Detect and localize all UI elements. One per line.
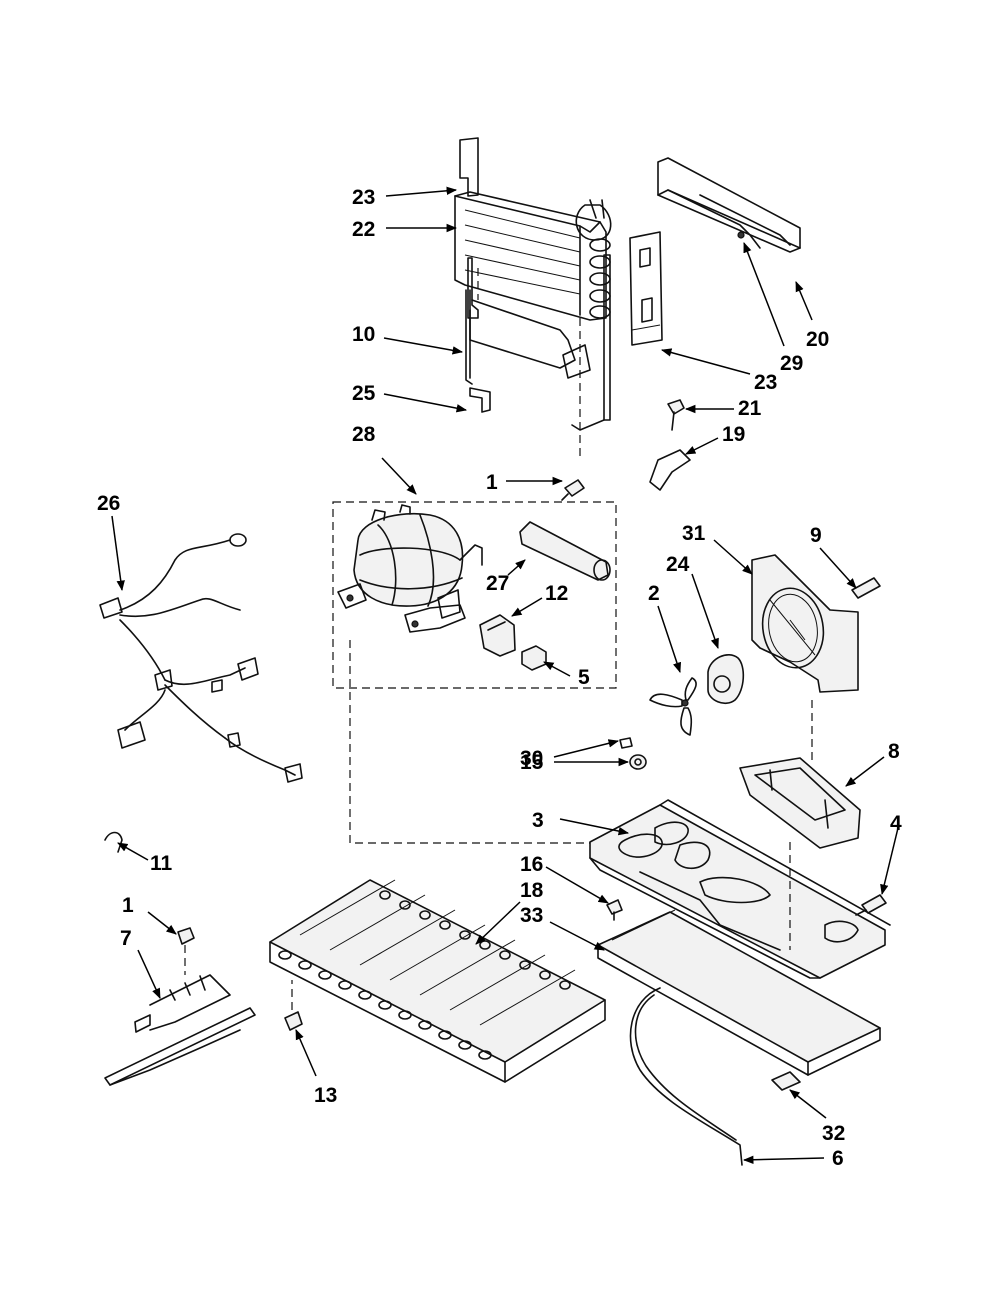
callout-31: 31 bbox=[682, 522, 706, 545]
callout-23: 23 bbox=[352, 186, 375, 209]
side-rail[interactable] bbox=[571, 254, 611, 431]
callout-30: 30 bbox=[520, 747, 543, 770]
relay-12[interactable] bbox=[479, 614, 516, 657]
clip-19[interactable] bbox=[649, 449, 691, 491]
callout-19: 19 bbox=[722, 423, 745, 446]
callout-6: 6 bbox=[832, 1147, 844, 1170]
screw-4[interactable] bbox=[855, 894, 887, 916]
callout-28: 28 bbox=[352, 423, 376, 446]
screw-21[interactable] bbox=[667, 399, 685, 431]
screw-9[interactable] bbox=[851, 577, 881, 599]
callout-22: 22 bbox=[352, 218, 375, 241]
callout-4: 4 bbox=[890, 812, 902, 835]
fan-blade[interactable] bbox=[649, 677, 697, 736]
callout-16: 16 bbox=[520, 853, 543, 876]
callout-33: 33 bbox=[520, 904, 543, 927]
grommet-15[interactable] bbox=[629, 754, 647, 770]
drain-tube[interactable] bbox=[629, 987, 743, 1166]
callout-21: 21 bbox=[738, 397, 762, 420]
callout-10: 10 bbox=[352, 323, 375, 346]
condenser[interactable] bbox=[454, 137, 612, 460]
drain-trough[interactable] bbox=[104, 945, 256, 1086]
callout-15: 15 bbox=[520, 751, 544, 774]
callout-26: 26 bbox=[97, 492, 120, 515]
overload-27[interactable] bbox=[519, 521, 611, 581]
callout-9: 9 bbox=[810, 524, 822, 547]
screw-1b[interactable] bbox=[177, 927, 195, 945]
callout-23: 23 bbox=[754, 371, 777, 394]
guide-line bbox=[349, 640, 590, 844]
side-bracket[interactable] bbox=[629, 231, 663, 346]
callout-5: 5 bbox=[578, 666, 590, 689]
callout-11: 11 bbox=[150, 852, 173, 875]
top-bracket[interactable] bbox=[657, 157, 801, 253]
callout-labels: 23 22 10 25 28 1 27 12 5 20 29 23 21 19 … bbox=[97, 186, 902, 1170]
callout-32: 32 bbox=[822, 1122, 845, 1145]
callout-3: 3 bbox=[532, 809, 544, 832]
callout-25: 25 bbox=[352, 382, 376, 405]
callout-8: 8 bbox=[888, 740, 900, 763]
cover-5[interactable] bbox=[521, 645, 547, 671]
callout-7: 7 bbox=[120, 927, 132, 950]
callout-20: 20 bbox=[806, 328, 829, 351]
callout-29: 29 bbox=[780, 352, 803, 375]
callout-2: 2 bbox=[648, 582, 660, 605]
callout-18: 18 bbox=[520, 879, 544, 902]
callout-13: 13 bbox=[314, 1084, 337, 1107]
bracket-8[interactable] bbox=[739, 757, 861, 849]
screw-16[interactable] bbox=[606, 899, 623, 921]
compressor-assembly-box bbox=[332, 501, 617, 689]
callout-12: 12 bbox=[545, 582, 568, 605]
callout-1: 1 bbox=[486, 471, 498, 494]
clip-11[interactable] bbox=[104, 831, 123, 853]
compressor[interactable] bbox=[337, 504, 483, 633]
screw-1a[interactable] bbox=[561, 479, 585, 501]
condenser-coil[interactable] bbox=[269, 879, 606, 1083]
clip-13[interactable] bbox=[284, 1011, 303, 1031]
base-pan[interactable] bbox=[589, 799, 891, 979]
fan-motor[interactable] bbox=[707, 654, 745, 705]
spacer-30[interactable] bbox=[619, 737, 633, 749]
callout-1: 1 bbox=[122, 894, 134, 917]
leader-lines bbox=[111, 186, 899, 1164]
callout-27: 27 bbox=[486, 572, 509, 595]
drain-pan[interactable] bbox=[597, 909, 881, 1076]
foot-32[interactable] bbox=[771, 1071, 801, 1091]
sensing-tube[interactable] bbox=[465, 289, 473, 385]
callout-24: 24 bbox=[666, 553, 690, 576]
wiring-harness[interactable] bbox=[99, 533, 303, 783]
condenser-bracket[interactable] bbox=[469, 387, 491, 413]
fan-shroud[interactable] bbox=[751, 554, 859, 765]
